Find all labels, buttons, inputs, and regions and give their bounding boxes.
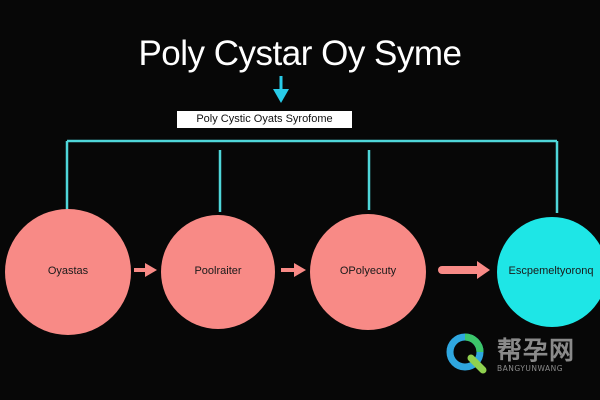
- node-circle-2: [161, 215, 275, 329]
- node-circle-4: [497, 217, 600, 327]
- node-circle-3: [310, 214, 426, 330]
- node-label-1: Oyastas: [47, 265, 89, 277]
- subtitle-label: Poly Cystic Oyats Syrofome: [177, 111, 352, 128]
- watermark-q-icon: [446, 333, 487, 374]
- diagram-title: Poly Cystar Oy Syme: [138, 34, 462, 73]
- flow-arrow-1: [134, 263, 157, 277]
- watermark-name-cn: 帮孕网: [497, 336, 576, 365]
- node-label-4: Escpemeltyoronq: [508, 265, 594, 277]
- node-label-3: OPolyecuty: [339, 265, 397, 277]
- node-label-2: Poolraiter: [194, 265, 242, 277]
- watermark-name-en: BANGYUNWANG: [497, 364, 564, 373]
- title-down-arrow: [273, 76, 289, 103]
- watermark-logo: 帮孕网 BANGYUNWANG: [443, 330, 593, 376]
- flow-arrow-2: [281, 263, 306, 277]
- top-bracket-connector: [65, 139, 559, 225]
- flow-arrow-3: [438, 261, 490, 279]
- node-circle-1: [5, 209, 131, 335]
